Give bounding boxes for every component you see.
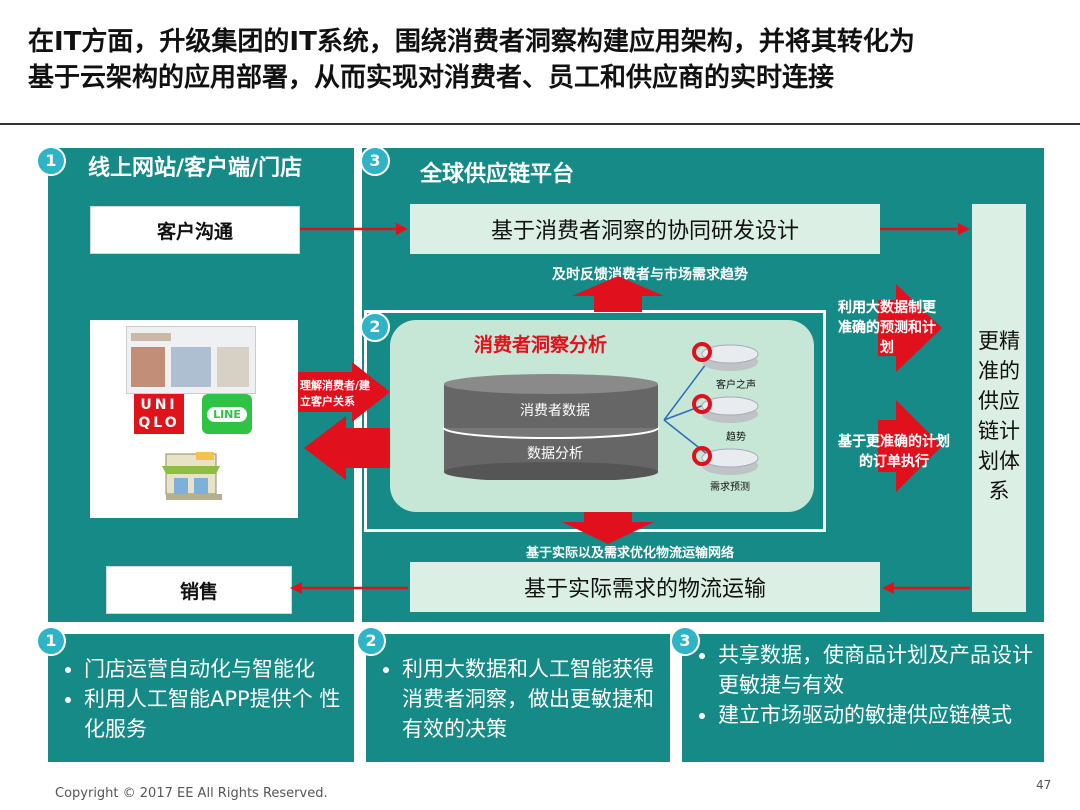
title-line-2: 基于云架构的应用部署，从而实现对消费者、员工和供应商的实时连接 — [28, 63, 835, 93]
disk-icon — [692, 446, 759, 475]
database-icon — [443, 374, 659, 480]
website-screenshot — [126, 326, 256, 394]
bottom-panel-1: 门店运营自动化与智能化 利用人工智能APP提供个 性化服务 — [48, 634, 354, 762]
bottom-panel-1-number-badge: 1 — [36, 626, 66, 656]
order-execution-overlay-text: 基于更准确的计划的订单执行 — [838, 434, 950, 470]
sales-box: 销售 — [106, 566, 292, 614]
bigdata-forecast-overlay: 利用大数据制更准确的预测和计划 — [832, 298, 942, 358]
title-divider — [0, 123, 1080, 125]
logistics-box: 基于实际需求的物流运输 — [410, 562, 880, 612]
node-label-trend: 趋势 — [726, 432, 746, 443]
bottom-panel-3-bullet-1: 共享数据，使商品计划及产品设计更敏捷与有效 — [718, 640, 1034, 700]
arrow-right-bigdata — [878, 284, 942, 372]
customer-communication-box: 客户沟通 — [90, 206, 300, 254]
store-icon — [162, 452, 222, 500]
page-number: 47 — [1036, 778, 1052, 792]
left-panel-number-badge: 1 — [36, 146, 66, 176]
copyright-footer: Copyright © 2017 EE All Rights Reserved. — [55, 786, 328, 801]
bottom-panel-2: 利用大数据和人工智能获得消费者洞察，做出更敏捷和有效的决策 — [366, 634, 670, 762]
arrow-left-insight — [304, 416, 390, 480]
bottom-panel-1-bullet-1: 门店运营自动化与智能化 — [84, 654, 354, 684]
node-label-forecast: 需求预测 — [710, 482, 750, 493]
bigdata-forecast-overlay-text: 利用大数据制更准确的预测和计划 — [838, 300, 936, 356]
arrow-customer-to-rd — [300, 223, 408, 235]
store-card — [90, 438, 298, 518]
supply-plan-system-label: 更精准的供应链计划体系 — [978, 329, 1020, 503]
arrow-right-relation — [298, 362, 390, 422]
arrow-logistics-to-sales — [290, 582, 408, 594]
order-execution-overlay: 基于更准确的计划的订单执行 — [832, 432, 956, 472]
left-panel-title: 线上网站/客户端/门店 — [88, 156, 303, 181]
disk-icon — [692, 342, 759, 371]
page-title: 在IT方面，升级集团的IT系统，围绕消费者洞察构建应用架构，并将其转化为 基于云… — [28, 24, 1058, 96]
customer-relation-overlay-text: 理解消费者/建立客户关系 — [300, 379, 371, 408]
node-label-voice: 客户之声 — [716, 380, 756, 391]
customer-relation-overlay: 理解消费者/建立客户关系 — [300, 378, 374, 410]
disk-icon — [692, 394, 759, 423]
db-data-analysis-label: 数据分析 — [527, 446, 583, 462]
feedback-label: 及时反馈消费者与市场需求趋势 — [552, 267, 748, 283]
title-line-1: 在IT方面，升级集团的IT系统，围绕消费者洞察构建应用架构，并将其转化为 — [28, 27, 915, 57]
bottom-panel-3: 共享数据，使商品计划及产品设计更敏捷与有效 建立市场驱动的敏捷供应链模式 — [682, 634, 1044, 762]
insight-panel-title: 消费者洞察分析 — [474, 334, 608, 356]
arrow-right-order — [878, 400, 942, 492]
db-consumer-data-label: 消费者数据 — [520, 403, 590, 419]
bottom-panel-2-bullet-1: 利用大数据和人工智能获得消费者洞察，做出更敏捷和有效的决策 — [402, 654, 662, 744]
arrow-up-feedback — [572, 276, 664, 312]
arrow-plan-to-logistics — [882, 582, 970, 594]
bottom-panel-3-bullet-2: 建立市场驱动的敏捷供应链模式 — [718, 700, 1034, 730]
line-logo: LINE — [202, 394, 252, 434]
bottom-panel-3-number-badge: 3 — [670, 626, 700, 656]
arrow-down-logistics — [562, 512, 654, 544]
bottom-panel-1-bullet-2: 利用人工智能APP提供个 性化服务 — [84, 684, 354, 744]
supply-panel-title: 全球供应链平台 — [420, 162, 575, 187]
arrow-rd-to-plan — [880, 223, 970, 235]
logistics-optimize-label: 基于实际以及需求优化物流运输网络 — [525, 546, 734, 561]
supply-panel-number-badge: 3 — [360, 146, 390, 176]
insight-panel-number-badge: 2 — [360, 312, 390, 342]
bottom-panel-2-number-badge: 2 — [356, 626, 386, 656]
collaborative-rd-box: 基于消费者洞察的协同研发设计 — [410, 204, 880, 254]
supply-plan-system-box: 更精准的供应链计划体系 — [972, 204, 1026, 612]
